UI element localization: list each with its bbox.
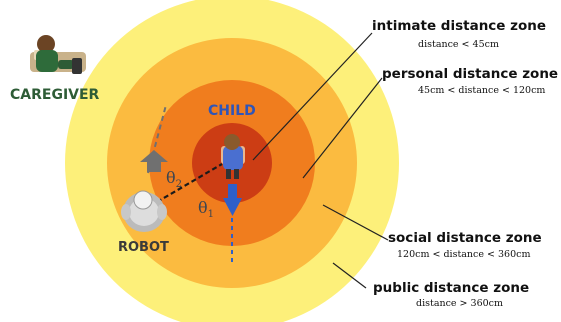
- intimate-leader-line: [252, 32, 373, 161]
- robot-heading-arrow: [147, 161, 161, 172]
- theta2-label: θ2: [166, 168, 182, 190]
- theta1-index: 1: [207, 209, 215, 221]
- theta1-symbol: θ: [198, 198, 208, 217]
- robot-child-dashed-line: [156, 163, 223, 203]
- theta1-label: θ1: [198, 198, 214, 220]
- caregiver-label: CAREGIVER: [10, 87, 100, 103]
- intimate-zone-range: distance < 45cm: [418, 39, 499, 50]
- personal-zone-title: personal distance zone: [382, 66, 559, 82]
- caregiver-figure: [30, 35, 86, 74]
- public-leader-line: [332, 262, 367, 289]
- child-figure: [221, 134, 245, 179]
- personal-zone-range: 45cm < distance < 120cm: [418, 85, 546, 96]
- robot-figure: [121, 190, 167, 232]
- child-heading-arrow-shaft: [228, 184, 237, 200]
- robot-label: ROBOT: [118, 240, 169, 255]
- public-zone-title: public distance zone: [373, 280, 530, 296]
- robot-heading-arrowhead: [140, 150, 168, 162]
- child-label: CHILD: [208, 103, 256, 119]
- intimate-zone-title: intimate distance zone: [372, 18, 547, 34]
- theta2-symbol: θ: [166, 168, 176, 187]
- child-heading-arrowhead: [223, 198, 242, 216]
- social-zone-title: social distance zone: [388, 230, 542, 246]
- social-zone-range: 120cm < distance < 360cm: [397, 249, 531, 260]
- public-zone-range: distance > 360cm: [416, 298, 503, 309]
- personal-leader-line: [302, 77, 383, 179]
- social-leader-line: [322, 204, 389, 241]
- theta2-index: 2: [175, 179, 183, 191]
